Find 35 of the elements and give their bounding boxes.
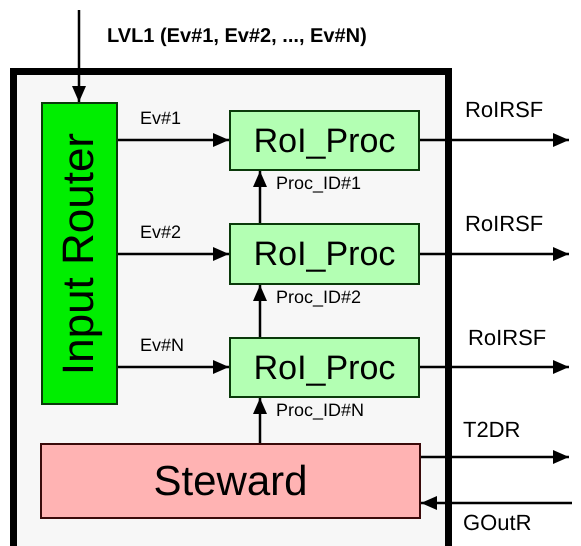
arrow: [253, 285, 267, 337]
edge-label: Ev#1: [140, 109, 182, 129]
arrow: [420, 133, 569, 147]
edge-label: Proc_ID#2: [276, 288, 362, 308]
arrow: [421, 450, 569, 464]
arrow: [420, 247, 569, 261]
node-label: RoI_Proc: [254, 350, 396, 384]
arrow: [118, 133, 229, 147]
processor-box: [229, 337, 420, 398]
node-label: RoI_Proc: [254, 124, 396, 158]
node-label: Steward: [153, 460, 308, 502]
edge-label: RoIRSF: [465, 212, 544, 236]
processor-box: [229, 110, 420, 171]
node-label: Input Router: [58, 132, 102, 375]
arrow: [72, 10, 86, 102]
edge-label: LVL1 (Ev#1, Ev#2, ..., Ev#N): [107, 25, 367, 47]
arrow: [118, 360, 229, 374]
arrow: [253, 398, 267, 443]
processor-box: [229, 223, 420, 285]
edge-label: Proc_ID#1: [276, 174, 362, 194]
arrow: [118, 247, 229, 261]
arrow: [253, 171, 267, 223]
system-frame: [10, 68, 452, 546]
edge-label: RoIRSF: [465, 98, 544, 122]
edge-label: RoIRSF: [468, 326, 546, 350]
router-box: [41, 102, 118, 405]
node-label: RoI_Proc: [254, 237, 396, 271]
arrow: [421, 496, 572, 510]
edge-label: GOutR: [463, 511, 532, 536]
edge-label: T2DR: [463, 418, 520, 442]
steward-box: [40, 443, 421, 519]
arrow: [420, 360, 569, 374]
edge-label: Ev#2: [140, 223, 182, 243]
edge-label: Proc_ID#N: [276, 401, 364, 421]
edge-label: Ev#N: [140, 336, 184, 356]
